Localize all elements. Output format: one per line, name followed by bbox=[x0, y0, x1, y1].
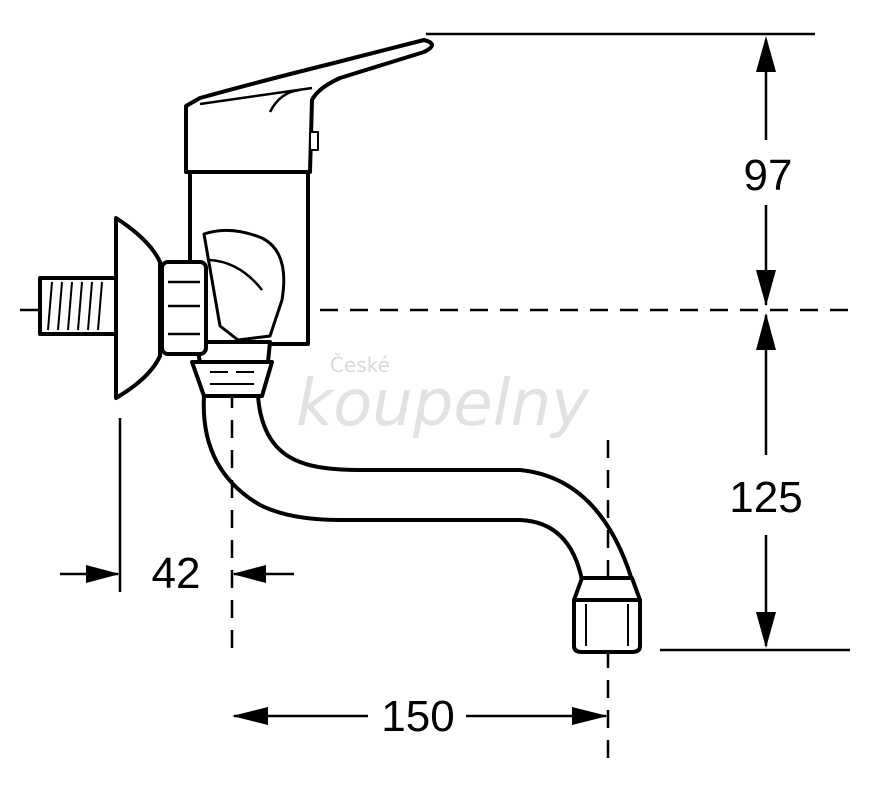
dim-label-150: 150 bbox=[381, 692, 454, 741]
dim-spout-reach: 150 bbox=[232, 692, 608, 741]
dim-label-125: 125 bbox=[729, 473, 802, 522]
spout-inner-contour bbox=[256, 395, 634, 581]
extension-lines bbox=[118, 32, 850, 652]
handle-indicator bbox=[309, 131, 319, 151]
arrow-right-icon bbox=[86, 565, 120, 583]
arrow-left-icon bbox=[232, 565, 266, 583]
arrow-up-icon bbox=[756, 313, 776, 350]
arrow-down-icon bbox=[756, 612, 776, 648]
arrow-right-icon bbox=[572, 707, 608, 725]
arrow-down-icon bbox=[756, 270, 776, 306]
aerator-nozzle bbox=[572, 598, 642, 654]
watermark: České koupelny bbox=[296, 353, 590, 441]
dim-handle-height: 97 bbox=[744, 36, 793, 306]
watermark-line1: České bbox=[330, 353, 390, 377]
lever-handle bbox=[184, 38, 434, 174]
dim-spout-drop: 125 bbox=[729, 313, 803, 648]
spout-swivel-nut bbox=[190, 360, 274, 398]
faucet bbox=[38, 38, 642, 654]
union-nut bbox=[160, 260, 208, 356]
dim-wall-offset: 42 bbox=[60, 549, 294, 598]
watermark-line2: koupelny bbox=[296, 367, 590, 441]
wall-rosette bbox=[114, 216, 162, 400]
dim-label-97: 97 bbox=[744, 151, 793, 200]
arrow-left-icon bbox=[232, 707, 268, 725]
spout-outer-contour bbox=[201, 395, 584, 581]
body-bulge bbox=[202, 228, 286, 342]
dim-label-42: 42 bbox=[152, 549, 201, 598]
aerator-top bbox=[572, 576, 642, 602]
arrow-up-icon bbox=[756, 36, 776, 72]
